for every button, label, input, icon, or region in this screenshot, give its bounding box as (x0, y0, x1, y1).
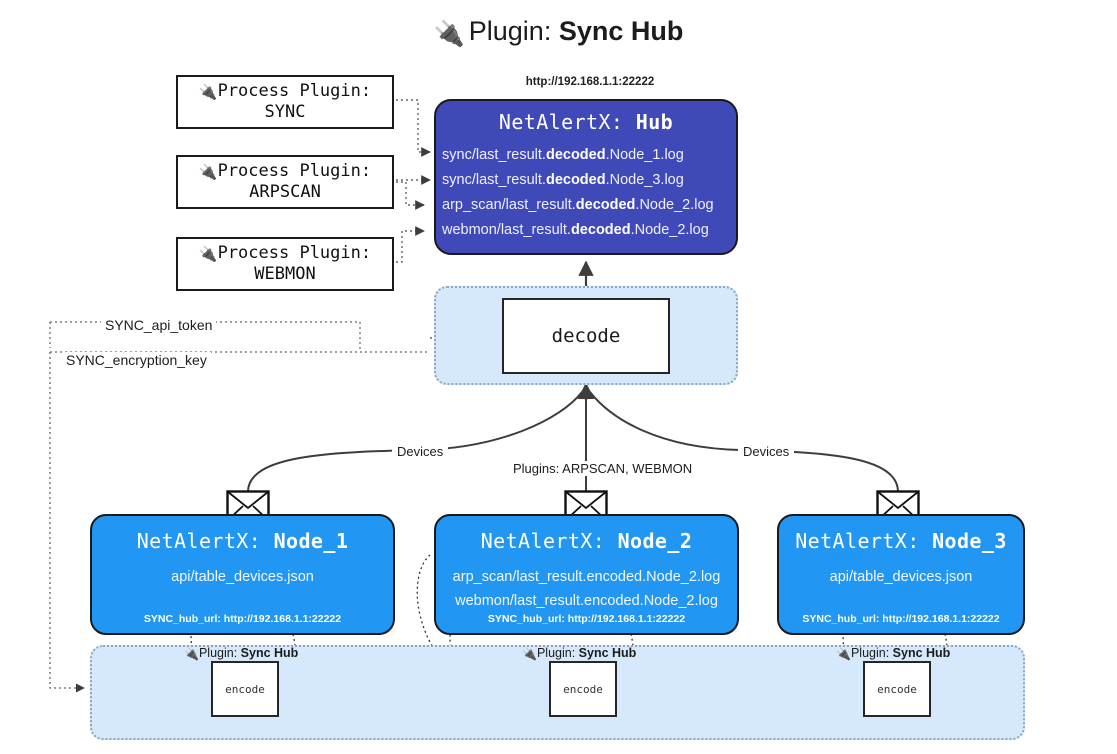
edge-label-plugins: Plugins: ARPSCAN, WEBMON (508, 461, 698, 476)
hub-url-label: http://192.168.1.1:22222 (525, 76, 655, 88)
plug-icon: 🔌 (198, 83, 218, 102)
edge-label-devices-left: Devices (392, 444, 449, 459)
hub-log-line: sync/last_result.decoded.Node_1.log (442, 147, 684, 163)
edge-label-devices-right: Devices (738, 444, 795, 459)
process-plugin-name: WEBMON (254, 264, 316, 284)
sync-encryption-key-label: SYNC_encryption_key (62, 352, 211, 368)
node-hub-url: SYNC_hub_url: http://192.168.1.1:22222 (802, 613, 1000, 625)
node-line: webmon/last_result.encoded.Node_2.log (455, 593, 718, 609)
node-title: NetAlertX: Node_3 (795, 529, 1007, 553)
plug-icon: 🔌 (198, 163, 218, 182)
node-hub-url: SYNC_hub_url: http://192.168.1.1:22222 (487, 613, 686, 625)
node-line-list: api/table_devices.json (779, 565, 1023, 589)
encode-box-node-3[interactable]: encode (863, 661, 931, 717)
process-plugin-name: ARPSCAN (249, 182, 321, 202)
plugin-caption-node-2: 🔌Plugin: Sync Hub (522, 646, 637, 661)
process-plugin-box-sync[interactable]: 🔌Process Plugin: SYNC (176, 75, 394, 129)
node-title: NetAlertX: Node_1 (136, 529, 349, 553)
process-plugin-box-webmon[interactable]: 🔌Process Plugin: WEBMON (176, 237, 394, 291)
plug-icon: 🔌 (522, 647, 537, 661)
hub-log-line: sync/last_result.decoded.Node_3.log (442, 172, 684, 188)
plugin-caption-node-1: 🔌Plugin: Sync Hub (184, 646, 299, 661)
node-line: arp_scan/last_result.encoded.Node_2.log (452, 569, 721, 585)
hub-log-line: arp_scan/last_result.decoded.Node_2.log (442, 197, 714, 213)
page-title: 🔌Plugin: Sync Hub (0, 16, 1117, 49)
node-hub-url: SYNC_hub_url: http://192.168.1.1:22222 (143, 613, 342, 625)
plug-icon: 🔌 (836, 647, 851, 661)
hub-log-list: sync/last_result.decoded.Node_1.log sync… (436, 143, 736, 243)
node-line: api/table_devices.json (171, 569, 314, 585)
plugin-caption-node-3: 🔌Plugin: Sync Hub (836, 646, 951, 661)
hub-title: NetAlertX: Hub (498, 110, 674, 134)
sync-api-token-label: SYNC_api_token (101, 317, 217, 333)
title-name: Sync Hub (558, 16, 684, 46)
hub-node-box[interactable]: NetAlertX: Hub sync/last_result.decoded.… (434, 99, 738, 255)
process-plugin-box-arpscan[interactable]: 🔌Process Plugin: ARPSCAN (176, 155, 394, 209)
node-line-list: arp_scan/last_result.encoded.Node_2.log … (436, 565, 737, 613)
plug-icon: 🔌 (184, 647, 199, 661)
node-title: NetAlertX: Node_2 (480, 529, 693, 553)
hub-log-line: webmon/last_result.decoded.Node_2.log (442, 222, 709, 238)
encode-box-node-2[interactable]: encode (549, 661, 617, 717)
title-prefix: Plugin: (468, 16, 552, 46)
process-plugin-label: 🔌Process Plugin: (198, 81, 372, 102)
plug-icon: 🔌 (433, 20, 465, 48)
encode-box-node-1[interactable]: encode (211, 661, 279, 717)
node-line-list: api/table_devices.json (92, 565, 393, 589)
node-line: api/table_devices.json (829, 569, 973, 585)
node-box-node-3[interactable]: NetAlertX: Node_3 api/table_devices.json… (777, 514, 1025, 635)
process-plugin-label: 🔌Process Plugin: (198, 161, 372, 182)
process-plugin-name: SYNC (264, 102, 306, 122)
decode-box[interactable]: decode (502, 298, 670, 374)
node-box-node-1[interactable]: NetAlertX: Node_1 api/table_devices.json… (90, 514, 395, 635)
plug-icon: 🔌 (198, 245, 218, 264)
process-plugin-label: 🔌Process Plugin: (198, 243, 372, 264)
node-box-node-2[interactable]: NetAlertX: Node_2 arp_scan/last_result.e… (434, 514, 739, 635)
